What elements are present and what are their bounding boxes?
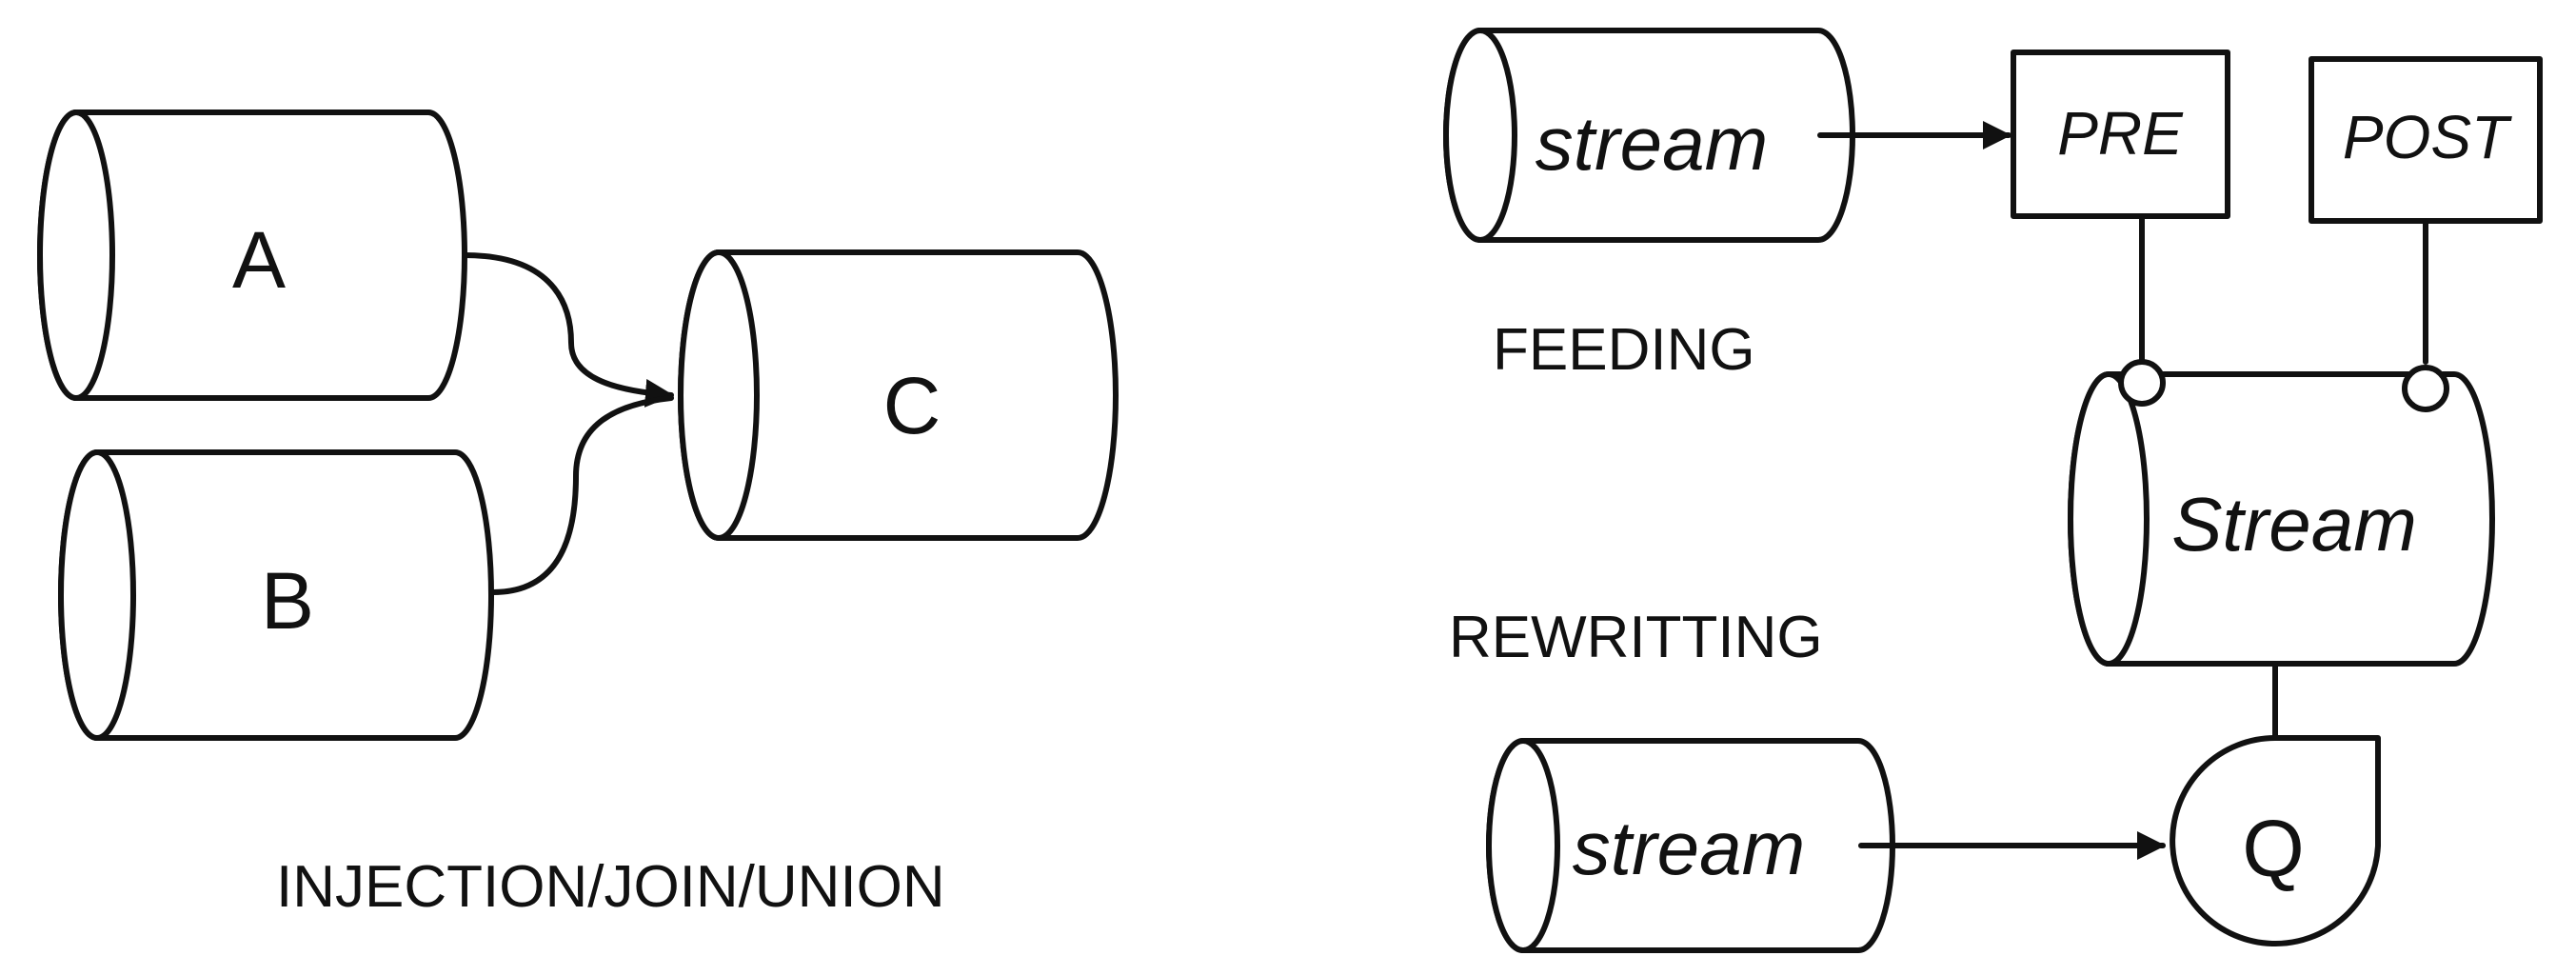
right-panel: stream PRE POST FEEDING Stream REWRITTIN… [1443, 28, 2543, 953]
caption-feeding: FEEDING [1493, 317, 1755, 383]
cylinder-stream-main: Stream [2068, 371, 2495, 667]
stream-main-label: Stream [2171, 482, 2417, 567]
cylinder-stream-bottom: stream [1486, 738, 1895, 953]
hook-post-circle [2402, 365, 2449, 412]
connector-b-to-c [490, 395, 674, 595]
caption-injection-join-union: INJECTION/JOIN/UNION [276, 854, 945, 920]
cylinder-c-label: C [883, 361, 941, 450]
box-post: POST [2308, 56, 2543, 224]
stream-top-label: stream [1536, 101, 1769, 186]
hook-pre-circle [2118, 359, 2166, 407]
cylinder-b: B [58, 449, 494, 741]
caption-rewritting: REWRITTING [1449, 605, 1823, 670]
cylinder-c: C [678, 249, 1119, 541]
query-node-q: Q [2170, 735, 2381, 946]
cylinder-a: A [37, 110, 467, 401]
box-pre: PRE [2011, 50, 2230, 219]
cylinder-a-label: A [232, 215, 286, 305]
query-node-label: Q [2242, 804, 2304, 893]
connector-a-to-c [462, 252, 674, 408]
cylinder-stream-top: stream [1443, 28, 1855, 243]
box-pre-label: PRE [2057, 99, 2184, 168]
cylinder-b-label: B [261, 556, 314, 646]
stream-bottom-label: stream [1573, 806, 1806, 890]
box-post-label: POST [2343, 103, 2512, 171]
left-panel: A B C INJECTION/JOIN/UNION [37, 110, 1119, 920]
